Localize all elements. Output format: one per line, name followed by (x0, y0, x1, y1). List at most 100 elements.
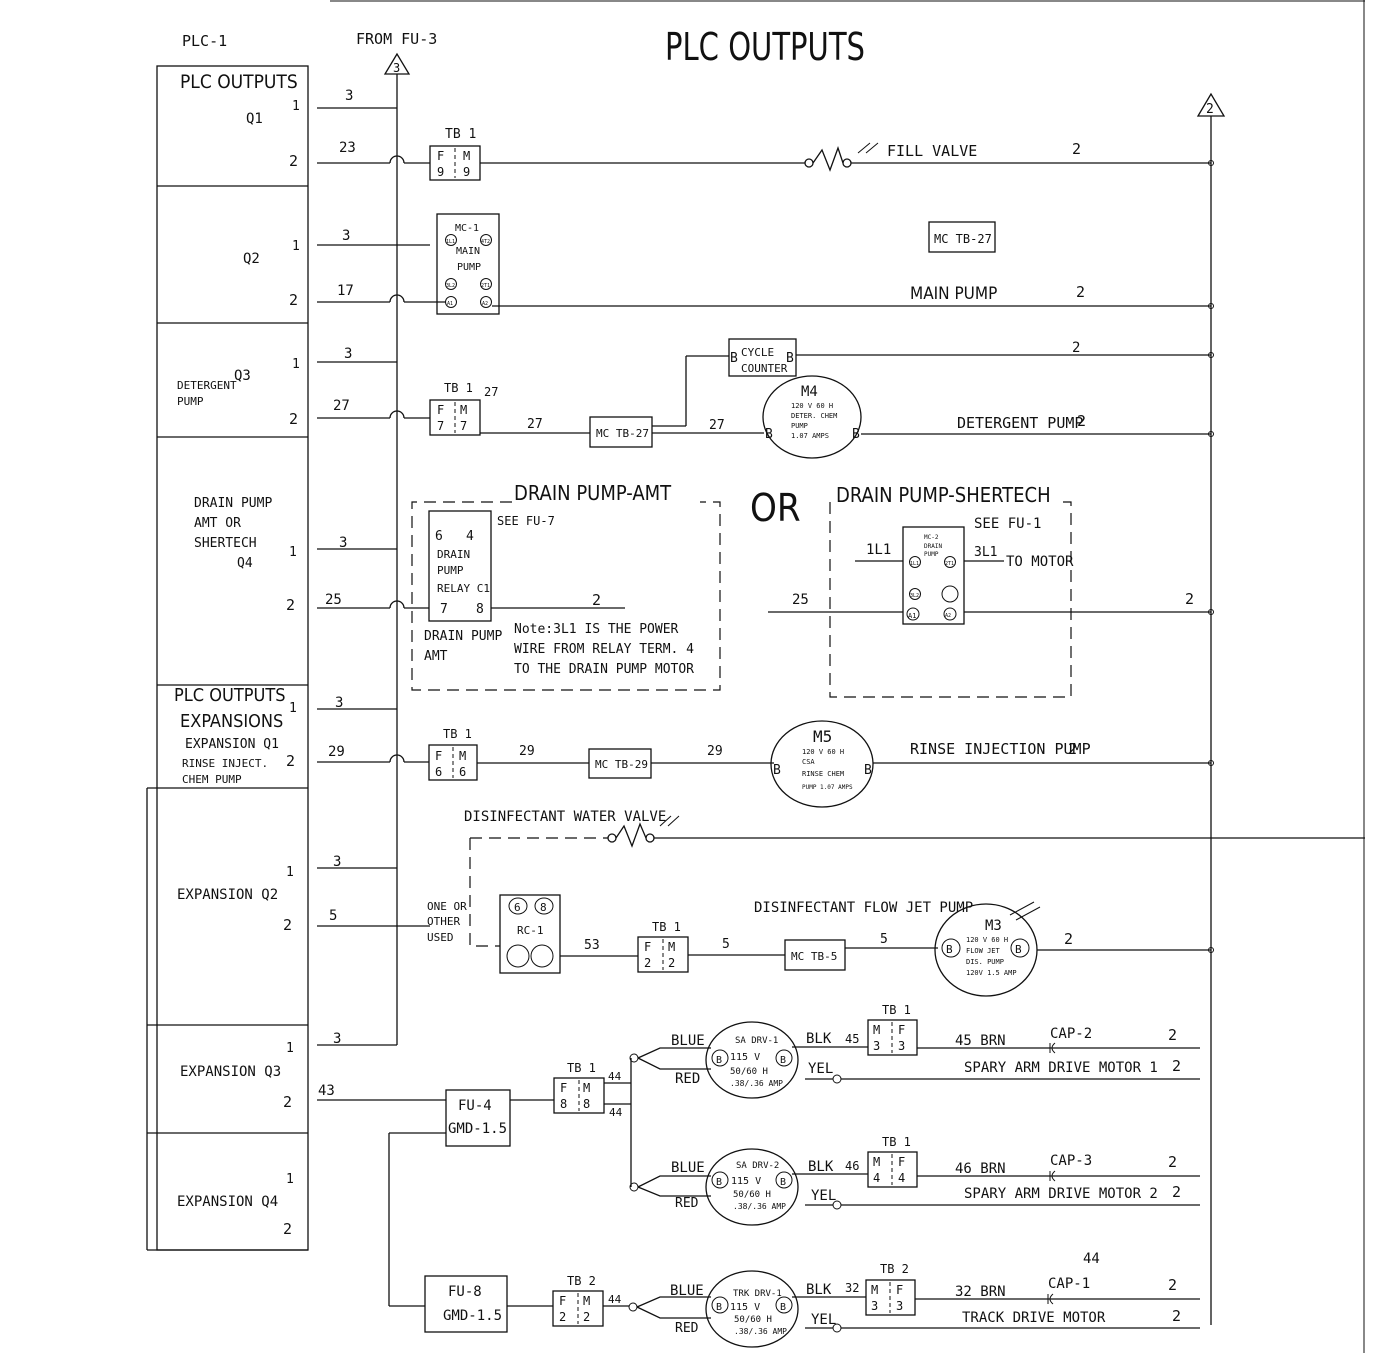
svg-text:BLK: BLK (806, 1031, 832, 1047)
svg-text:2: 2 (289, 291, 298, 309)
svg-text:2: 2 (283, 1093, 292, 1111)
svg-text:7: 7 (440, 602, 448, 617)
tb1-terminal-4: TB 1 M F 4 4 (867, 1135, 918, 1188)
svg-text:TB 1: TB 1 (652, 920, 681, 934)
svg-text:115 V: 115 V (730, 1302, 760, 1313)
svg-text:2: 2 (1064, 930, 1073, 948)
svg-text:M: M (460, 403, 467, 417)
svg-text:2: 2 (289, 410, 298, 428)
svg-text:2: 2 (286, 752, 295, 770)
svg-text:120 V 60 H: 120 V 60 H (966, 936, 1008, 944)
svg-text:BLUE: BLUE (670, 1283, 704, 1299)
svg-text:FU-8: FU-8 (448, 1284, 482, 1300)
svg-text:ONE OR: ONE OR (427, 900, 467, 913)
cap1-label: CAP-1 (1048, 1276, 1090, 1292)
svg-text:TB 1: TB 1 (444, 381, 473, 395)
track-motor-label: TRACK DRIVE MOTOR (962, 1310, 1106, 1326)
spary2-label: SPARY ARM DRIVE MOTOR 2 (964, 1186, 1158, 1202)
tb1-terminal-2: TB 1 F M 2 2 (637, 920, 689, 973)
svg-text:3L1: 3L1 (974, 545, 997, 560)
svg-text:3L2: 3L2 (910, 593, 919, 599)
svg-text:4T2: 4T2 (481, 239, 490, 245)
dis-flow-jet-label: DISINFECTANT FLOW JET PUMP (754, 900, 973, 916)
svg-text:1: 1 (289, 701, 297, 716)
svg-text:8: 8 (476, 602, 484, 617)
svg-text:1: 1 (292, 239, 300, 254)
drain-amt-title: DRAIN PUMP-AMT (514, 481, 672, 505)
q2-label: Q2 (243, 251, 260, 267)
svg-text:2: 2 (559, 1310, 566, 1324)
svg-text:A1: A1 (908, 612, 916, 620)
svg-text:YEL: YEL (808, 1061, 833, 1077)
svg-text:3: 3 (333, 1031, 341, 1047)
svg-text:3: 3 (898, 1039, 905, 1053)
svg-text:RINSE CHEM: RINSE CHEM (802, 770, 844, 778)
exp-q3-label: EXPANSION Q3 (180, 1064, 281, 1080)
svg-text:3: 3 (393, 61, 400, 75)
svg-text:USED: USED (427, 931, 454, 944)
svg-text:2: 2 (283, 916, 292, 934)
svg-text:2: 2 (1172, 1183, 1181, 1201)
note-line-2: WIRE FROM RELAY TERM. 4 (514, 642, 694, 657)
svg-text:6: 6 (514, 901, 521, 914)
svg-text:A2: A2 (482, 301, 488, 307)
svg-text:1: 1 (289, 545, 297, 560)
svg-text:TB 1: TB 1 (567, 1061, 596, 1075)
svg-text:F: F (559, 1294, 566, 1308)
svg-text:M5: M5 (813, 727, 832, 746)
detergent-pump-label: DETERGENT PUMP (957, 414, 1083, 432)
svg-text:DRAIN: DRAIN (924, 543, 942, 550)
exp-header-2: EXPANSIONS (180, 711, 283, 732)
svg-text:6: 6 (435, 765, 442, 779)
svg-text:RED: RED (675, 1071, 700, 1087)
svg-text:29: 29 (707, 744, 723, 759)
reference-triangle-2: 2 (1196, 92, 1226, 117)
svg-text:B: B (864, 763, 872, 778)
svg-text:TB 1: TB 1 (882, 1003, 911, 1017)
svg-text:44: 44 (609, 1106, 623, 1119)
svg-text:2: 2 (668, 956, 675, 970)
svg-text:32 BRN: 32 BRN (955, 1284, 1006, 1300)
svg-text:B: B (1015, 943, 1022, 956)
tb1-terminal-3: TB 1 M F 3 3 (867, 1003, 918, 1056)
svg-text:DETER. CHEM: DETER. CHEM (791, 412, 837, 420)
to-motor-label: TO MOTOR (1006, 554, 1074, 570)
sa-drv2-motor: SA DRV-2 115 V 50/60 H .38/.36 AMP B B (705, 1148, 799, 1226)
note-line-3: TO THE DRAIN PUMP MOTOR (514, 662, 694, 677)
svg-text:2: 2 (583, 1310, 590, 1324)
svg-text:FU-4: FU-4 (458, 1098, 492, 1114)
svg-text:B: B (716, 1302, 722, 1313)
svg-text:43: 43 (318, 1083, 335, 1099)
svg-text:1: 1 (292, 357, 300, 372)
svg-text:2: 2 (289, 152, 298, 170)
see-fu7: SEE FU-7 (497, 514, 555, 528)
svg-text:45 BRN: 45 BRN (955, 1033, 1006, 1049)
see-fu1: SEE FU-1 (974, 516, 1041, 532)
q1-label: Q1 (246, 111, 263, 127)
svg-text:PUMP: PUMP (457, 262, 481, 273)
q4-desc-2: AMT OR (194, 516, 241, 531)
reference-triangle-3: 3 (383, 52, 411, 75)
svg-text:115 V: 115 V (730, 1052, 760, 1063)
svg-text:PUMP: PUMP (437, 564, 464, 577)
svg-text:B: B (780, 1177, 786, 1188)
svg-text:MC TB-5: MC TB-5 (791, 950, 837, 963)
svg-text:120V 1.5 AMP: 120V 1.5 AMP (966, 969, 1017, 977)
svg-text:27: 27 (333, 398, 350, 414)
drain-pump-relay: 6 4 DRAIN PUMP RELAY C1 7 8 (428, 510, 492, 622)
rinse-pump-label: RINSE INJECTION PUMP (910, 740, 1091, 758)
svg-text:2: 2 (286, 596, 295, 614)
svg-text:B: B (786, 351, 794, 366)
exp-q2-label: EXPANSION Q2 (177, 887, 278, 903)
main-pump-label: MAIN PUMP (910, 284, 997, 304)
plc-output-panel: PLC OUTPUTS Q1 Q2 Q3 DETERGENT PUMP DRAI… (146, 65, 309, 1251)
svg-text:YEL: YEL (811, 1312, 836, 1328)
svg-text:32: 32 (845, 1281, 859, 1295)
svg-text:50/60 H: 50/60 H (734, 1315, 772, 1325)
svg-text:RC-1: RC-1 (517, 924, 544, 937)
svg-text:M: M (873, 1023, 880, 1037)
svg-text:BLUE: BLUE (671, 1033, 705, 1049)
svg-text:M3: M3 (985, 918, 1002, 934)
svg-text:2: 2 (283, 1220, 292, 1238)
svg-text:DRAIN PUMP: DRAIN PUMP (424, 629, 502, 644)
